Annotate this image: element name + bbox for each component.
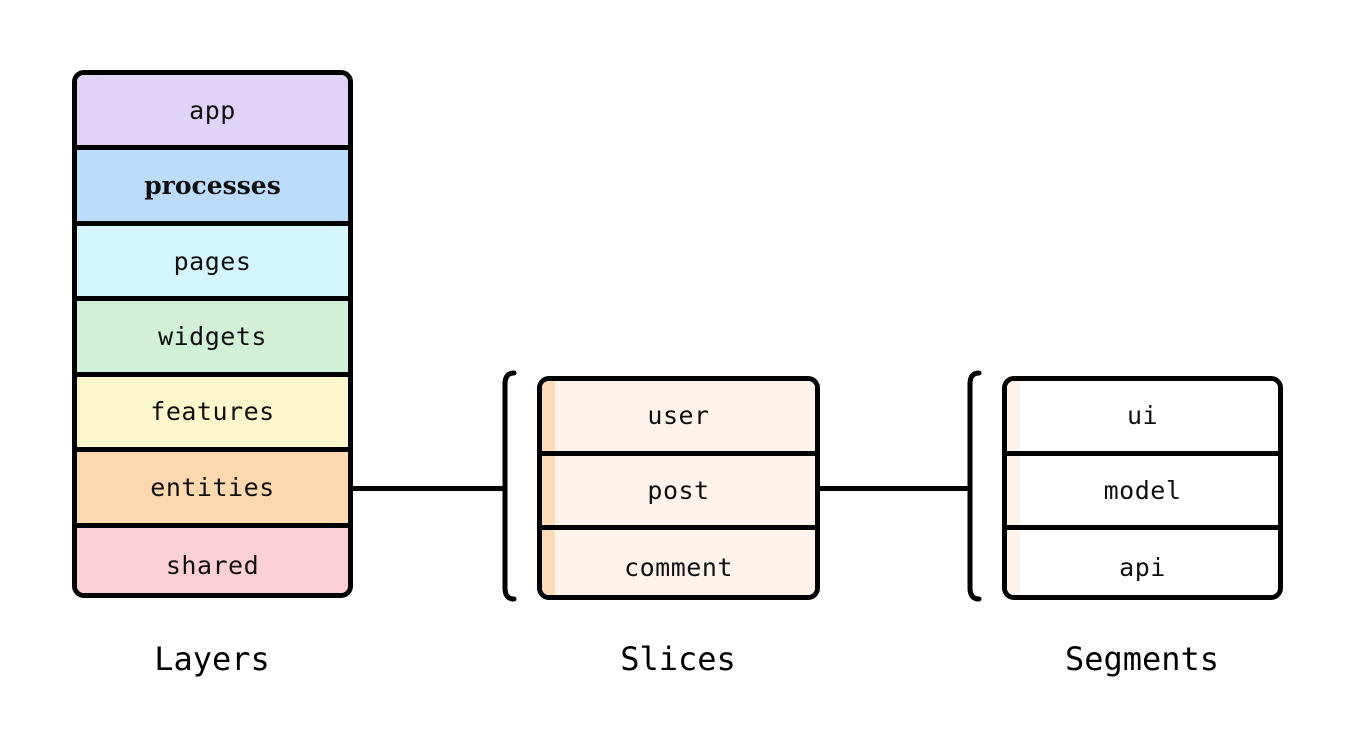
segment-label-model: model [1103,475,1182,505]
slice-label-post: post [647,475,710,505]
layer-row-processes[interactable]: processes [77,150,348,226]
slice-label-comment: comment [624,553,733,583]
caption-slices: Slices [620,640,736,678]
slice-row-post[interactable]: post [542,455,815,531]
segment-row-ui[interactable]: ui [1007,381,1278,456]
layer-row-pages[interactable]: pages [77,225,348,302]
layer-label-shared: shared [165,550,260,580]
layers-stack: app processes pages widgets features ent… [72,70,353,598]
segment-row-api[interactable]: api [1007,530,1278,595]
slice-row-user[interactable]: user [542,381,815,456]
layer-label-features: features [150,397,275,427]
segment-row-model[interactable]: model [1007,455,1278,531]
slice-accent-strip [542,381,555,451]
segments-stack: ui model api [1002,376,1283,600]
slices-bracket [496,368,520,604]
connector-slices-to-segments [817,486,972,491]
slice-label-user: user [647,401,710,431]
segment-label-ui: ui [1126,401,1159,431]
layer-row-features[interactable]: features [77,376,348,453]
layer-row-entities[interactable]: entities [77,452,348,528]
segments-bracket [961,368,985,604]
connector-entities-to-slices [350,486,506,491]
slice-accent-strip [542,530,555,595]
caption-layers: Layers [154,640,270,678]
slices-stack: user post comment [537,376,820,600]
layer-row-widgets[interactable]: widgets [77,301,348,377]
layer-label-app: app [189,95,236,125]
slice-accent-strip [542,455,555,526]
segment-accent-strip [1007,530,1020,595]
layer-row-app[interactable]: app [77,75,348,151]
layer-label-entities: entities [150,472,275,502]
segment-label-api: api [1119,553,1166,583]
segment-accent-strip [1007,455,1020,526]
slice-row-comment[interactable]: comment [542,530,815,595]
layer-row-shared[interactable]: shared [77,527,348,593]
layer-label-processes: processes [144,171,281,201]
segment-accent-strip [1007,381,1020,451]
caption-segments: Segments [1064,640,1220,678]
layer-label-pages: pages [173,246,252,276]
layer-label-widgets: widgets [158,321,267,351]
